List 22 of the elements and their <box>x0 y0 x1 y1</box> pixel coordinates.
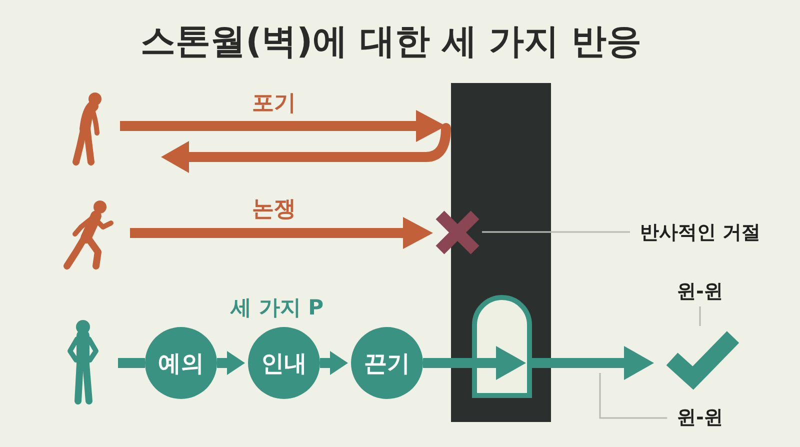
arrow <box>130 217 433 249</box>
wall-block <box>451 83 551 422</box>
connector-line <box>118 358 145 368</box>
arrow <box>320 351 348 375</box>
callout-label: 반사적인 거절 <box>640 222 761 244</box>
step-circle: 예의 <box>145 327 217 399</box>
leader-line <box>699 306 701 326</box>
group-heading: 세 가지 P <box>230 295 324 321</box>
leader-line <box>482 231 630 233</box>
step-circle: 끈기 <box>351 327 423 399</box>
cross-icon <box>433 208 482 257</box>
callout-label: 윈-윈 <box>677 406 723 430</box>
callout-label: 윈-윈 <box>677 280 723 304</box>
leader-line <box>599 373 668 419</box>
step-circle: 인내 <box>248 327 320 399</box>
arrow <box>217 351 245 375</box>
title: 스톤월(벽)에 대한 세 가지 반응 <box>140 21 642 63</box>
arrow <box>423 346 526 380</box>
edge-label: 논쟁 <box>252 196 296 224</box>
arrow <box>532 346 654 380</box>
person-icon <box>62 198 116 270</box>
edge-label: 포기 <box>252 90 296 118</box>
